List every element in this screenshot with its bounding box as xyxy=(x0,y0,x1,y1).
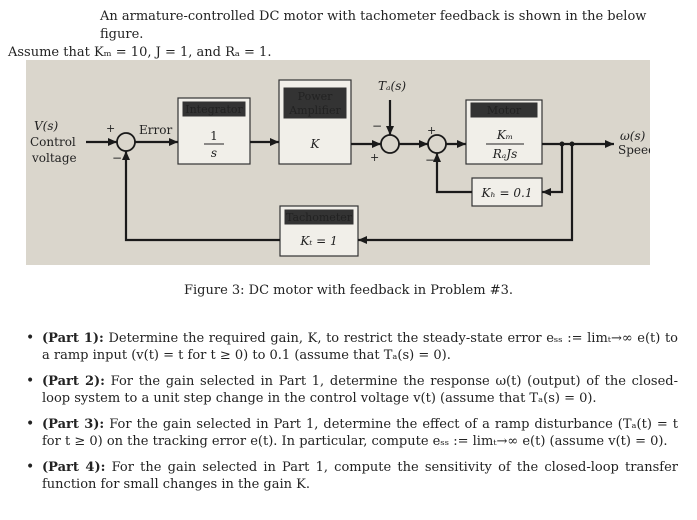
bullet-icon: • xyxy=(26,330,35,346)
sum3-minus-sign: − xyxy=(425,153,435,167)
integrator-title: Integrator xyxy=(185,103,243,116)
arrow-sum1-in xyxy=(108,138,117,146)
arrow-amplifier-in xyxy=(270,138,279,146)
output-name: Speed xyxy=(618,143,650,157)
block-diagram-photo: V(s) Control voltage Error + − Integrato… xyxy=(26,60,650,265)
figure-caption: Figure 3: DC motor with feedback in Prob… xyxy=(183,283,514,298)
back-emf-gain: Kₕ = 0.1 xyxy=(481,186,533,200)
arrow-tach-block-in xyxy=(358,236,367,244)
part-4: • (Part 4): For the gain selected in Part… xyxy=(22,459,678,493)
block-diagram: V(s) Control voltage Error + − Integrato… xyxy=(30,79,650,257)
sum1-minus-sign: − xyxy=(112,151,122,165)
integrator-title-plate xyxy=(182,101,246,117)
part-1-text: Determine the required gain, K, to restr… xyxy=(42,331,678,363)
amplifier-title-plate xyxy=(283,87,347,119)
part-2-title: (Part 2): xyxy=(42,374,105,389)
part-2-text: For the gain selected in Part 1, determi… xyxy=(42,374,678,406)
sum-junction-2 xyxy=(380,134,400,154)
problem-intro: An armature-controlled DC motor with tac… xyxy=(8,8,688,62)
output-signal-label: ω(s) xyxy=(620,129,646,143)
junction-dot-2 xyxy=(569,141,575,147)
part-3-text: For the gain selected in Part 1, determi… xyxy=(42,417,678,449)
bullet-icon: • xyxy=(26,373,35,389)
intro-line-2: Assume that Kₘ = 10, J = 1, and Rₐ = 1. xyxy=(8,45,272,60)
sum1-plus-sign: + xyxy=(106,122,115,135)
sum3-plus-sign: + xyxy=(427,124,436,137)
input-signal-label: V(s) xyxy=(34,119,59,133)
amplifier-gain: K xyxy=(310,137,321,151)
junction-dot-1 xyxy=(559,141,565,147)
integrator-denominator: s xyxy=(211,146,217,160)
arrow-tach-feedback xyxy=(122,151,130,160)
bullet-icon: • xyxy=(26,416,35,432)
wire-tach-out xyxy=(124,151,280,242)
part-3: • (Part 3): For the gain selected in Part… xyxy=(22,416,678,450)
arrow-motor-in xyxy=(457,140,466,148)
arrow-disturbance xyxy=(386,126,394,135)
part-2: • (Part 2): For the gain selected in Part… xyxy=(22,373,678,407)
motor-denominator: RₐJs xyxy=(492,147,518,161)
sum-junction-3 xyxy=(427,134,447,154)
wire-back-emf-out xyxy=(435,153,472,194)
part-4-text: For the gain selected in Part 1, compute… xyxy=(42,460,678,492)
error-label: Error xyxy=(139,123,172,137)
wire-back-emf-in xyxy=(542,144,564,194)
bullet-icon: • xyxy=(26,459,35,475)
part-3-title: (Part 3): xyxy=(42,417,105,432)
tachometer-gain: Kₜ = 1 xyxy=(299,234,337,248)
wire-tach-in xyxy=(358,144,574,242)
sum2-minus-sign: − xyxy=(372,119,382,133)
arrow-sum2-in xyxy=(372,140,381,148)
tachometer-title-plate xyxy=(284,209,354,225)
part-1: • (Part 1): Determine the required gain, … xyxy=(22,330,678,364)
amplifier-title-1: Power xyxy=(298,90,334,103)
tachometer-title: Tachometer xyxy=(286,211,353,224)
motor-title: Motor xyxy=(487,104,522,117)
part-4-title: (Part 4): xyxy=(42,460,106,475)
sum2-plus-sign: + xyxy=(370,151,379,164)
arrow-back-emf-block-in xyxy=(542,188,551,196)
arrow-back-emf xyxy=(433,153,441,162)
problem-parts: • (Part 1): Determine the required gain, … xyxy=(22,330,678,502)
amplifier-title-2: Amplifier xyxy=(288,104,341,117)
arrow-sum3-in xyxy=(419,140,428,148)
input-name-line-2: voltage xyxy=(31,151,77,165)
disturbance-label: Tₐ(s) xyxy=(378,79,406,93)
motor-title-plate xyxy=(470,102,538,118)
arrow-integrator-in xyxy=(169,138,178,146)
sum-junction-1 xyxy=(116,132,136,152)
arrow-output xyxy=(605,140,614,148)
motor-numerator: Kₘ xyxy=(496,128,513,142)
integrator-numerator: 1 xyxy=(210,129,218,143)
input-name-line-1: Control xyxy=(30,135,76,149)
part-1-title: (Part 1): xyxy=(42,331,104,346)
intro-line-1: An armature-controlled DC motor with tac… xyxy=(100,9,647,42)
back-emf-block xyxy=(471,177,543,207)
